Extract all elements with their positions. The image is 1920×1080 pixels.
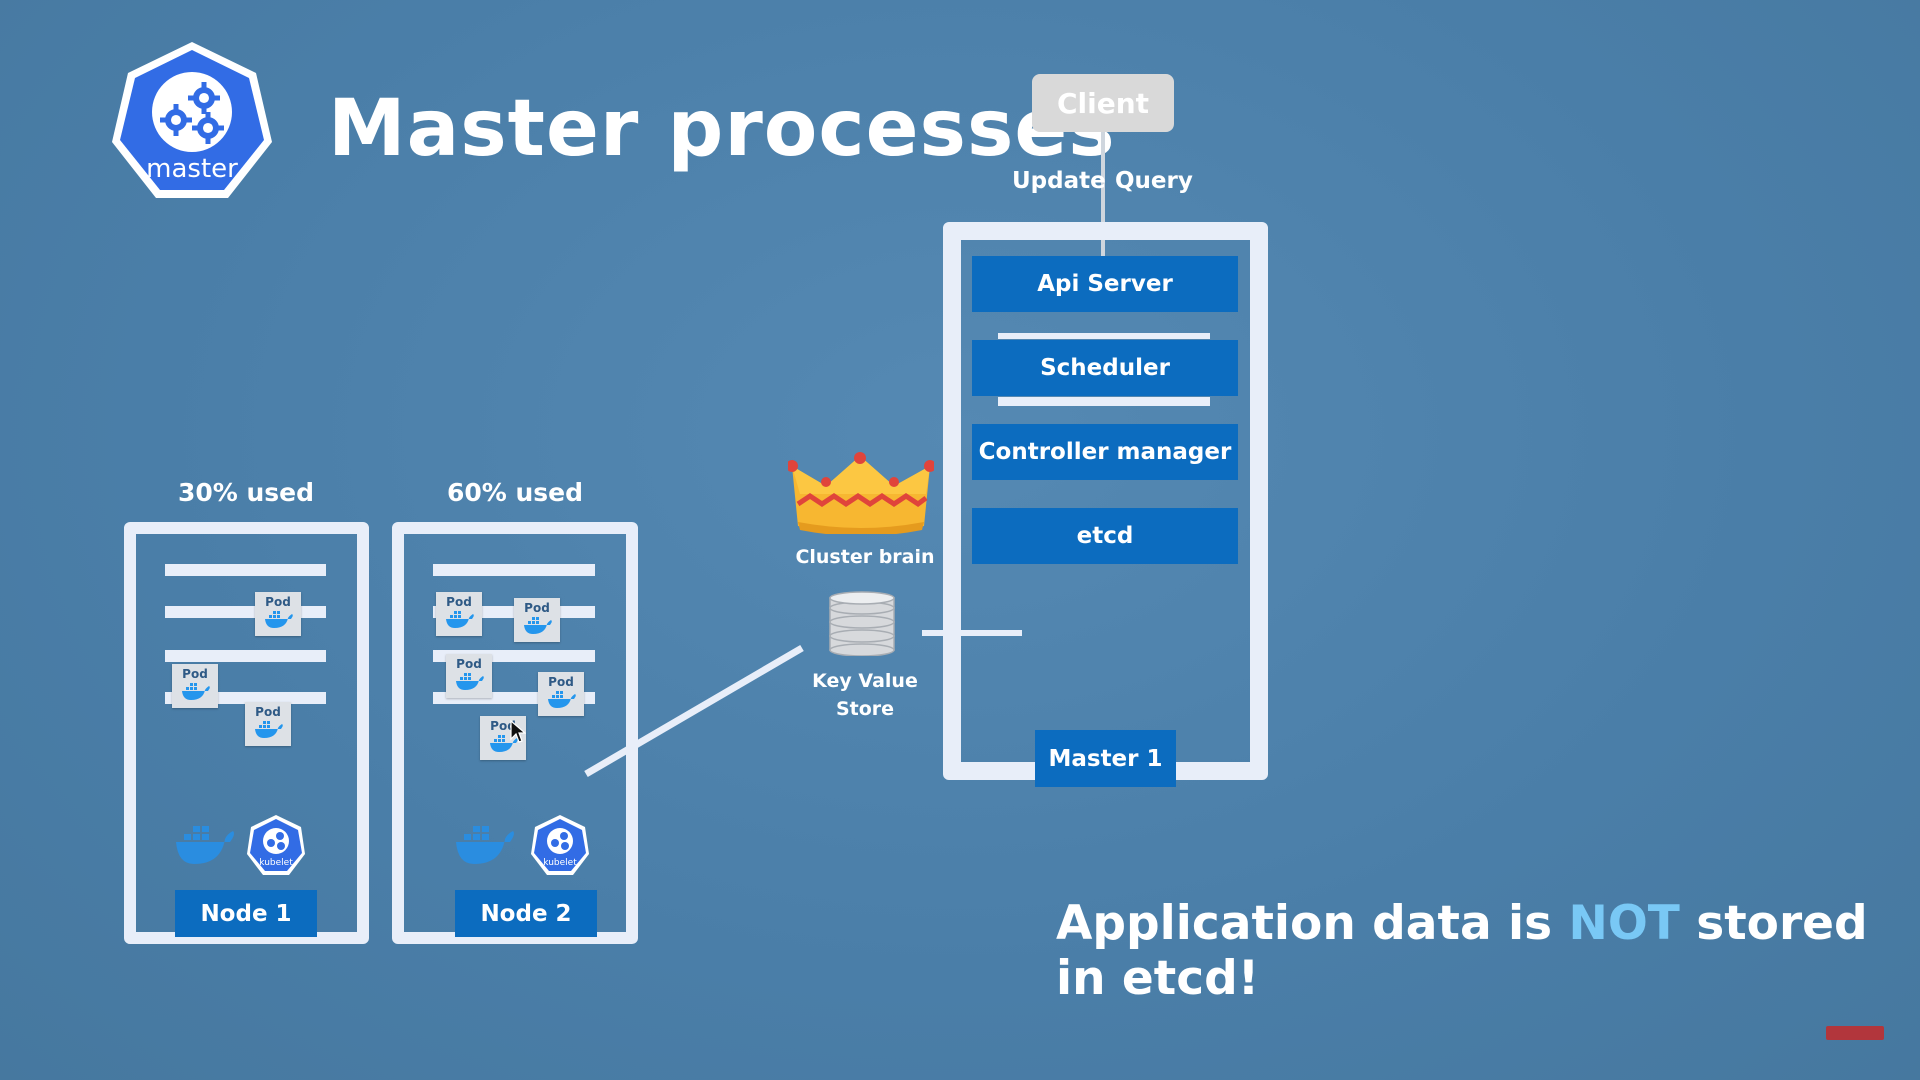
key-value-label-2: Store <box>835 698 895 720</box>
kubelet-icon: kubelet <box>246 814 306 876</box>
pod-label: Pod <box>182 667 208 681</box>
docker-whale-icon <box>456 673 484 690</box>
crown-icon <box>786 452 936 536</box>
node-connector-line <box>584 644 804 778</box>
kubernetes-heptagon-icon <box>112 42 272 198</box>
pod-label: Pod <box>524 601 550 615</box>
docker-whale-icon <box>446 611 474 628</box>
pod-label: Pod <box>456 657 482 671</box>
master-1-label-box: Master 1 <box>1035 730 1176 787</box>
node-2-frame <box>392 522 638 944</box>
etcd-label: etcd <box>1076 523 1134 549</box>
master-1-label: Master 1 <box>1048 745 1163 772</box>
pod: Pod <box>255 592 301 636</box>
node-2-label: Node 2 <box>480 900 572 927</box>
footer-statement: Application data is NOT stored in etcd! <box>1056 896 1920 1006</box>
client-label: Client <box>1056 86 1150 120</box>
node-1-usage: 30% used <box>177 478 315 507</box>
query-label: Query <box>1115 168 1193 194</box>
kubelet-label: kubelet <box>259 858 293 868</box>
pod: Pod <box>245 702 291 746</box>
docker-whale-icon <box>255 721 283 738</box>
node-2-usage: 60% used <box>446 478 584 507</box>
pod-label: Pod <box>265 595 291 609</box>
node-1-label-box: Node 1 <box>175 890 317 937</box>
docker-whale-icon <box>182 683 210 700</box>
client-box: Client <box>1032 74 1174 132</box>
mouse-cursor-icon <box>510 720 526 743</box>
pod-label: Pod <box>255 705 281 719</box>
docker-whale-icon <box>454 822 516 872</box>
pod: Pod <box>446 654 492 698</box>
pod: Pod <box>436 592 482 636</box>
database-icon <box>828 590 896 657</box>
controller-manager-box: Controller manager <box>972 424 1238 480</box>
etcd-connector <box>922 630 1022 636</box>
docker-whale-icon <box>265 611 293 628</box>
client-connector <box>1101 132 1105 257</box>
kubelet-icon: kubelet <box>530 814 590 876</box>
node-1-frame <box>124 522 369 944</box>
node-1-label: Node 1 <box>200 900 292 927</box>
pod-label: Pod <box>490 719 516 733</box>
node-1-bar <box>165 564 326 576</box>
master-node-frame <box>943 222 1268 780</box>
pod-label: Pod <box>548 675 574 689</box>
subscribe-badge[interactable] <box>1826 1026 1884 1040</box>
node-1-bar <box>165 606 326 618</box>
scheduler-bar-top <box>998 333 1210 339</box>
docker-whale-icon <box>490 735 518 752</box>
pod: Pod <box>538 672 584 716</box>
controller-manager-label: Controller manager <box>978 439 1232 465</box>
api-server-box: Api Server <box>972 256 1238 312</box>
kubelet-label: kubelet <box>543 858 577 868</box>
pod: Pod <box>514 598 560 642</box>
footer-prefix: Application data is <box>1056 896 1569 951</box>
footer-highlight: NOT <box>1568 896 1680 951</box>
api-server-label: Api Server <box>1037 271 1173 297</box>
page-title: Master processes <box>328 84 1116 174</box>
docker-whale-icon <box>524 617 552 634</box>
scheduler-label: Scheduler <box>1040 355 1170 381</box>
footer-suffix: stored in etcd! <box>1056 896 1868 1006</box>
master-logo: master <box>110 38 274 202</box>
docker-whale-icon <box>174 822 236 872</box>
pod: Pod <box>172 664 218 708</box>
node-1-bar <box>165 650 326 662</box>
scheduler-box: Scheduler <box>972 340 1238 396</box>
etcd-box: etcd <box>972 508 1238 564</box>
update-label: Update <box>1012 168 1106 194</box>
node-2-bar <box>433 564 595 576</box>
docker-whale-icon <box>548 691 576 708</box>
scheduler-bar-bottom <box>998 397 1210 406</box>
pod-label: Pod <box>446 595 472 609</box>
node-2-label-box: Node 2 <box>455 890 597 937</box>
logo-label: master <box>146 154 238 184</box>
cluster-brain-label: Cluster brain <box>795 546 935 568</box>
key-value-label-1: Key Value <box>812 670 918 692</box>
